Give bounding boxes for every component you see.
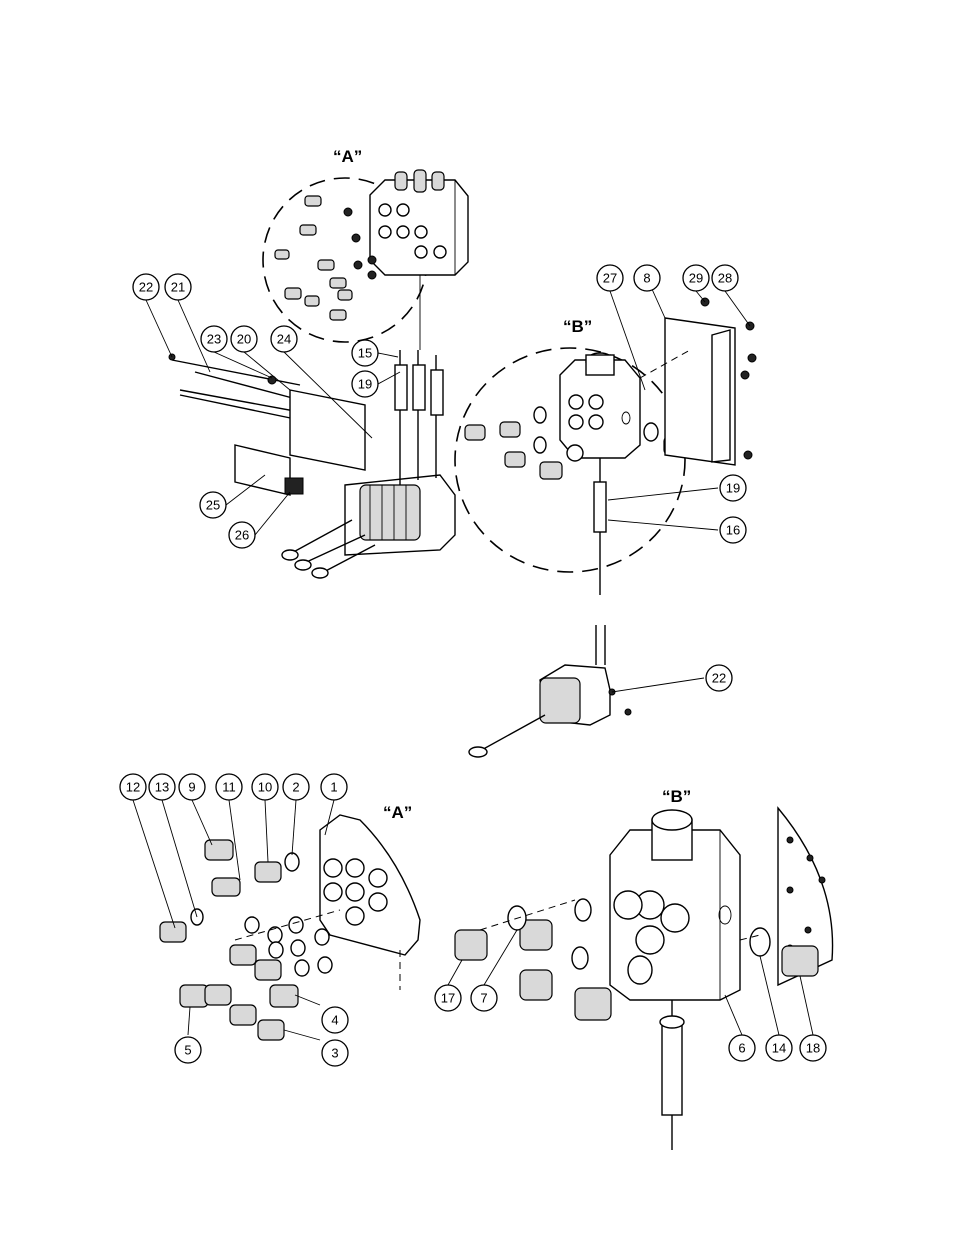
svg-text:24: 24 (277, 332, 291, 347)
svg-text:27: 27 (603, 271, 617, 286)
rods-and-plate (169, 354, 365, 495)
detail-b-valve-body (610, 810, 740, 1150)
svg-text:17: 17 (441, 991, 455, 1006)
callout-19-b: 19 (720, 475, 746, 501)
callout-24: 24 (271, 326, 297, 352)
callout-29: 29 (683, 265, 709, 291)
svg-text:22: 22 (139, 280, 153, 295)
callout-25: 25 (200, 492, 226, 518)
callout-7: 7 (471, 985, 497, 1011)
svg-text:20: 20 (237, 332, 251, 347)
callout-13: 13 (149, 774, 175, 800)
view-label-b-top: “B” (563, 317, 592, 336)
callout-5: 5 (175, 1037, 201, 1063)
callout-1: 1 (321, 774, 347, 800)
callout-21: 21 (165, 274, 191, 300)
callout-8: 8 (634, 265, 660, 291)
callout-22-top: 22 (133, 274, 159, 300)
svg-text:23: 23 (207, 332, 221, 347)
callout-27: 27 (597, 265, 623, 291)
svg-text:28: 28 (718, 271, 732, 286)
svg-text:3: 3 (331, 1046, 338, 1061)
fittings-group-a (275, 196, 376, 320)
callout-19-top: 19 (352, 371, 378, 397)
callout-2: 2 (283, 774, 309, 800)
valve-block-a (370, 170, 468, 275)
svg-text:25: 25 (206, 498, 220, 513)
svg-text:15: 15 (358, 346, 372, 361)
svg-text:21: 21 (171, 280, 185, 295)
callout-23: 23 (201, 326, 227, 352)
svg-text:19: 19 (726, 481, 740, 496)
mounting-bracket (640, 298, 756, 465)
svg-text:13: 13 (155, 780, 169, 795)
callout-28: 28 (712, 265, 738, 291)
svg-text:5: 5 (184, 1043, 191, 1058)
callout-12: 12 (120, 774, 146, 800)
callout-6: 6 (729, 1035, 755, 1061)
svg-text:7: 7 (480, 991, 487, 1006)
remote-valve (469, 625, 631, 757)
detail-a-fittings (160, 840, 340, 1040)
svg-text:9: 9 (188, 780, 195, 795)
valve-block-b-small (465, 353, 684, 595)
callout-16: 16 (720, 517, 746, 543)
svg-text:16: 16 (726, 523, 740, 538)
callout-10: 10 (252, 774, 278, 800)
callout-22-mid: 22 (706, 665, 732, 691)
svg-text:12: 12 (126, 780, 140, 795)
callout-17: 17 (435, 985, 461, 1011)
svg-text:11: 11 (222, 780, 236, 795)
svg-text:19: 19 (358, 377, 372, 392)
svg-text:14: 14 (772, 1041, 786, 1056)
callout-3: 3 (322, 1040, 348, 1066)
callout-11: 11 (216, 774, 242, 800)
callout-14: 14 (766, 1035, 792, 1061)
callout-4: 4 (322, 1007, 348, 1033)
view-label-a-top: “A” (333, 147, 362, 166)
svg-text:18: 18 (806, 1041, 820, 1056)
svg-text:1: 1 (330, 780, 337, 795)
callout-15: 15 (352, 340, 378, 366)
view-label-a-detail: “A” (383, 803, 412, 822)
svg-text:6: 6 (738, 1041, 745, 1056)
svg-text:8: 8 (643, 271, 650, 286)
svg-text:4: 4 (331, 1013, 338, 1028)
callout-20: 20 (231, 326, 257, 352)
svg-text:26: 26 (235, 528, 249, 543)
svg-text:29: 29 (689, 271, 703, 286)
callout-18: 18 (800, 1035, 826, 1061)
callout-26: 26 (229, 522, 255, 548)
detail-a-valve-body (320, 815, 420, 990)
svg-text:10: 10 (258, 780, 272, 795)
callout-9: 9 (179, 774, 205, 800)
svg-text:22: 22 (712, 671, 726, 686)
view-label-b-detail: “B” (662, 787, 691, 806)
svg-text:2: 2 (292, 780, 299, 795)
